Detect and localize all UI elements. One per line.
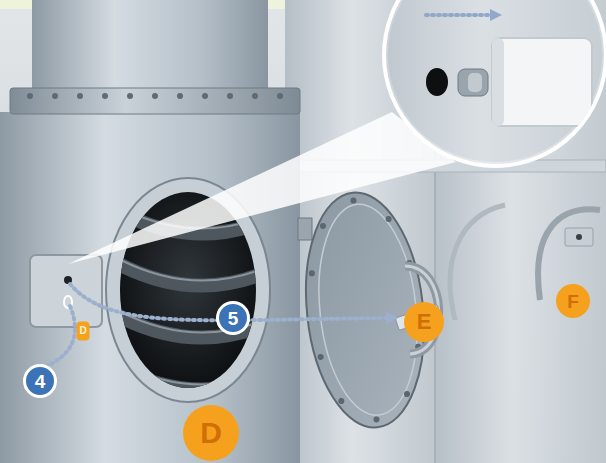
motion-arrow (426, 13, 490, 17)
magnifier-wedge (68, 112, 456, 264)
circle-label: D (200, 418, 222, 448)
background-lock-box (565, 228, 593, 246)
circle-shape (404, 302, 444, 342)
inset-hole (426, 68, 448, 96)
inset-pin-highlight (468, 73, 482, 92)
circle-label: 5 (228, 309, 239, 328)
door-hinge (298, 218, 312, 240)
inset-detail (380, 0, 606, 170)
flange-bolts (27, 93, 283, 99)
lock-box (30, 255, 102, 327)
callout-number: 4 (23, 364, 57, 398)
auger-edge (115, 361, 262, 385)
keyhole (576, 234, 582, 240)
vessel-body (0, 112, 300, 463)
circle-shape (183, 405, 239, 461)
inset-surface (380, 0, 606, 170)
auger-blade (115, 262, 262, 286)
vessel-letter: D (183, 405, 239, 461)
circle-label: E (417, 311, 432, 333)
vessel-flange (10, 88, 300, 114)
callout-number: 5 (216, 301, 250, 335)
inset-block-side (492, 38, 504, 126)
leader-line (46, 306, 75, 366)
rect-shape (77, 322, 90, 341)
vessel-column (32, 0, 268, 100)
inset-block (492, 38, 592, 126)
arrow-head (490, 9, 502, 21)
circle-shape (556, 284, 590, 318)
auger-edge (115, 257, 262, 281)
circle-shape (25, 366, 56, 397)
auger-blade (115, 366, 262, 390)
vessel-letter: E (404, 302, 444, 342)
inset-pin (458, 69, 488, 96)
circle-label: F (567, 292, 579, 311)
arrow-head (386, 312, 398, 324)
circle-shape (218, 303, 249, 334)
circle-label: 4 (35, 372, 46, 391)
background-door-rim (450, 205, 505, 320)
vessel-letter: F (556, 284, 590, 318)
key-tag: D (76, 321, 90, 341)
tag-label: D (79, 326, 86, 336)
